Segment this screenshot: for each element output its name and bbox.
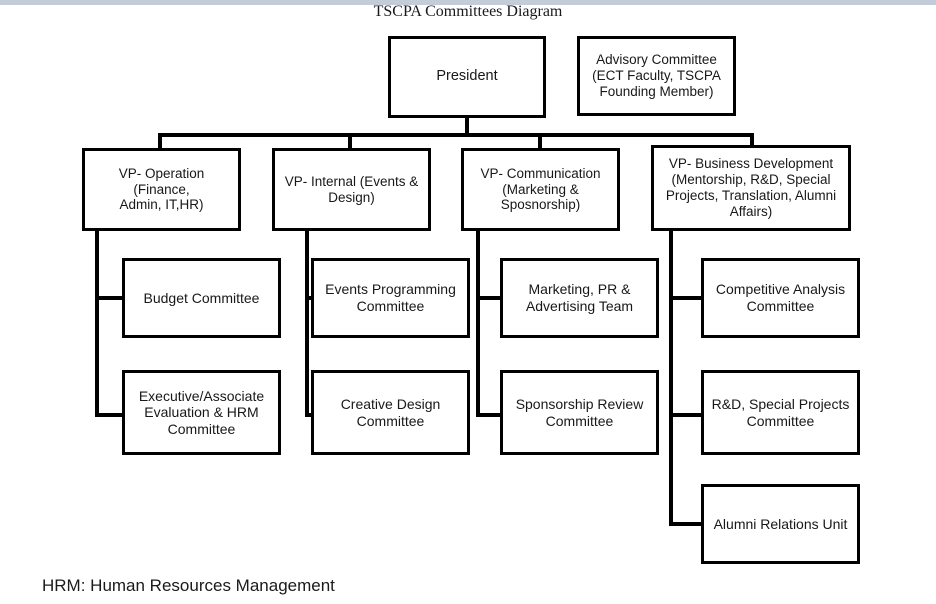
edge-trunk-column-4 (669, 229, 673, 526)
edge-bus-to-vp-internal (348, 133, 352, 150)
edge-trunk-column-2 (305, 229, 309, 417)
node-executive-evaluation-committee[interactable]: Executive/Associate Evaluation & HRM Com… (122, 370, 281, 455)
node-competitive-analysis-committee-label: Competitive Analysis Committee (715, 281, 846, 314)
edge-stub-budget (95, 296, 125, 300)
node-vp-communication[interactable]: VP- Communication (Marketing & Sposnorsh… (461, 148, 620, 231)
footnote-hrm: HRM: Human Resources Management (42, 576, 335, 595)
node-vp-operation[interactable]: VP- Operation (Finance, Admin, IT,HR) (82, 148, 241, 231)
node-budget-committee-label: Budget Committee (143, 289, 260, 306)
node-president[interactable]: President (388, 36, 546, 118)
edge-stub-alumni-relations (669, 522, 705, 526)
node-sponsorship-review-committee-label: Sponsorship Review Committee (515, 395, 644, 429)
node-president-label: President (436, 68, 498, 85)
edge-bus-to-vp-business (750, 133, 754, 150)
edge-stub-executive-eval (95, 413, 125, 417)
node-creative-design-committee[interactable]: Creative Design Committee (311, 370, 470, 455)
node-events-programming-committee[interactable]: Events Programming Committee (311, 258, 470, 338)
node-vp-operation-label: VP- Operation (Finance, Admin, IT,HR) (118, 165, 205, 213)
page-title: TSCPA Committees Diagram (373, 3, 563, 20)
node-advisory-committee[interactable]: Advisory Committee (ECT Faculty, TSCPA F… (577, 36, 736, 116)
edge-trunk-column-1 (95, 229, 99, 417)
node-creative-design-committee-label: Creative Design Committee (340, 395, 441, 429)
node-alumni-relations-unit-label: Alumni Relations Unit (713, 515, 848, 532)
node-vp-business-development-label: VP- Business Development (Mentorship, R&… (665, 156, 837, 219)
node-vp-business-development[interactable]: VP- Business Development (Mentorship, R&… (651, 145, 851, 231)
edge-stub-sponsorship-review (476, 413, 506, 417)
node-sponsorship-review-committee[interactable]: Sponsorship Review Committee (500, 370, 659, 455)
node-competitive-analysis-committee[interactable]: Competitive Analysis Committee (701, 258, 860, 338)
edge-trunk-column-3 (476, 229, 480, 417)
node-events-programming-committee-label: Events Programming Committee (325, 281, 456, 314)
node-rd-special-projects-committee-label: R&D, Special Projects Committee (711, 395, 850, 429)
node-advisory-committee-label: Advisory Committee (ECT Faculty, TSCPA F… (592, 52, 721, 99)
node-marketing-pr-advertising-team-label: Marketing, PR & Advertising Team (525, 281, 634, 314)
node-vp-communication-label: VP- Communication (Marketing & Sposnorsh… (480, 165, 601, 213)
edge-stub-rd-special-projects (669, 413, 705, 417)
edge-bus-to-vp-operation (158, 133, 162, 150)
top-color-band (0, 0, 936, 5)
edge-stub-marketing-pr (476, 296, 506, 300)
node-alumni-relations-unit[interactable]: Alumni Relations Unit (701, 484, 860, 564)
edge-bus-to-vp-communication (538, 133, 542, 150)
node-vp-internal[interactable]: VP- Internal (Events & Design) (272, 148, 431, 231)
node-budget-committee[interactable]: Budget Committee (122, 258, 281, 338)
node-rd-special-projects-committee[interactable]: R&D, Special Projects Committee (701, 370, 860, 455)
node-executive-evaluation-committee-label: Executive/Associate Evaluation & HRM Com… (138, 387, 265, 437)
edge-stub-competitive-analysis (669, 296, 705, 300)
edge-vp-bus (158, 133, 754, 137)
edge-president-stem (465, 118, 469, 136)
node-marketing-pr-advertising-team[interactable]: Marketing, PR & Advertising Team (500, 258, 659, 338)
node-vp-internal-label: VP- Internal (Events & Design) (284, 173, 419, 205)
